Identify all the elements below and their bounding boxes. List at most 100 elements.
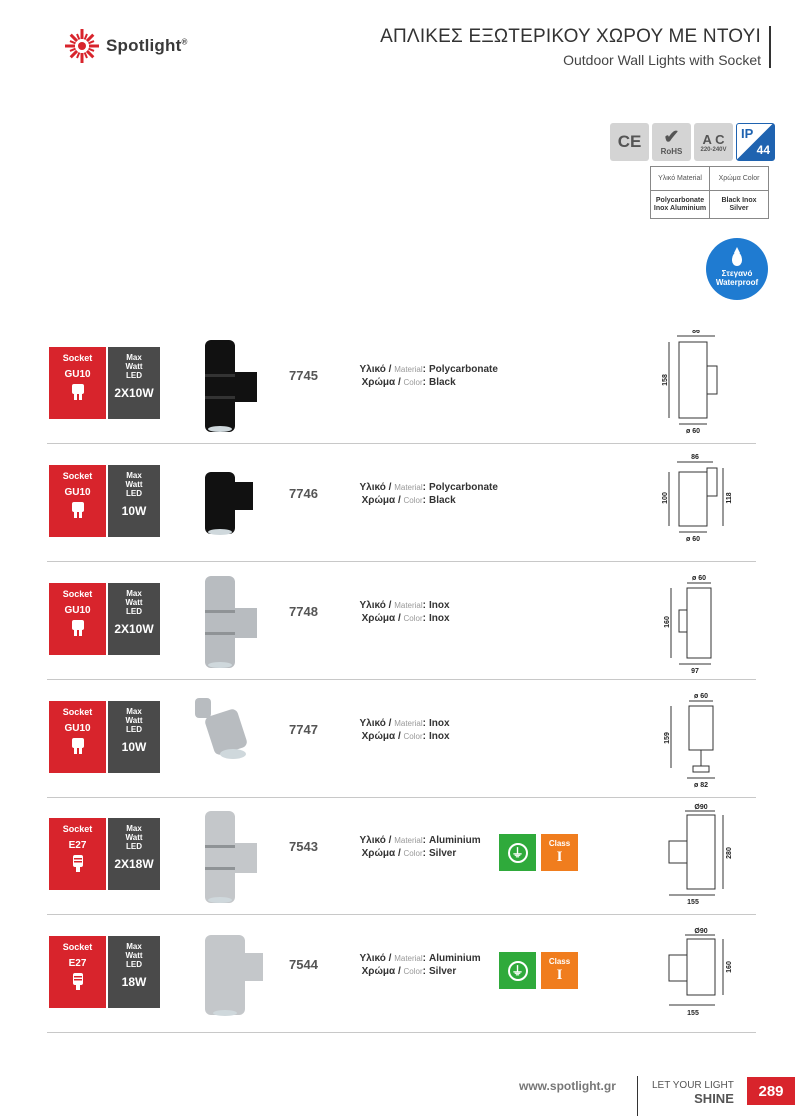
product-photo bbox=[195, 698, 247, 759]
product-specs: Υλικό / Material:Inox Χρώμα / Color:Inox bbox=[359, 600, 450, 624]
material-value: Inox bbox=[429, 718, 450, 729]
product-code: 7745 bbox=[289, 368, 318, 383]
technical-drawing: Ø90 280 155 bbox=[668, 804, 733, 906]
max-watt-badge: Max Watt LED 2X18W bbox=[108, 818, 160, 890]
color-value: Silver bbox=[429, 966, 457, 977]
svg-text:86: 86 bbox=[691, 454, 699, 461]
e27-bulb-icon bbox=[72, 855, 83, 872]
earth-ground-icon: ⏚ bbox=[499, 952, 536, 989]
material-value: Polycarbonate bbox=[429, 482, 498, 493]
page-number: 289 bbox=[747, 1077, 795, 1105]
svg-text:ø 82: ø 82 bbox=[694, 782, 708, 789]
max-watt-badge: Max Watt LED 10W bbox=[108, 701, 160, 773]
footer-tagline: LET YOUR LIGHT SHINE bbox=[652, 1080, 734, 1106]
svg-text:155: 155 bbox=[687, 899, 699, 906]
svg-text:100: 100 bbox=[662, 492, 669, 504]
socket-badge: Socket GU10 bbox=[49, 701, 106, 773]
class-badge: Class I bbox=[541, 834, 578, 871]
socket-badge: Socket E27 bbox=[49, 818, 106, 890]
product-row: Socket GU10 Max Watt LED 10W 7747 Υλικό … bbox=[47, 680, 756, 798]
spotlight-logo-icon bbox=[65, 29, 99, 63]
svg-text:ø 60: ø 60 bbox=[686, 428, 700, 435]
socket-badge: Socket GU10 bbox=[49, 583, 106, 655]
svg-text:155: 155 bbox=[687, 1010, 699, 1017]
svg-text:118: 118 bbox=[726, 492, 733, 503]
material-value: Aluminium bbox=[429, 835, 481, 846]
product-specs: Υλικό / Material:Aluminium Χρώμα / Color… bbox=[359, 835, 481, 859]
svg-text:ø 60: ø 60 bbox=[694, 693, 708, 700]
product-code: 7747 bbox=[289, 722, 318, 737]
material-value: Polycarbonate bbox=[429, 364, 498, 375]
certification-badges: CE ✔ RoHS A C 220-240V IP 44 bbox=[610, 123, 775, 161]
product-row: Socket GU10 Max Watt LED 2X10W 7748 Υλικ… bbox=[47, 562, 756, 680]
page-title-greek: ΑΠΛΙΚΕΣ ΕΞΩΤΕΡΙΚΟΥ ΧΩΡΟΥ ΜΕ ΝΤΟΥΙ bbox=[380, 26, 761, 47]
svg-text:Ø90: Ø90 bbox=[694, 804, 707, 811]
svg-text:160: 160 bbox=[726, 961, 733, 973]
material-value: Inox bbox=[429, 600, 450, 611]
product-specs: Υλικό / Material:Polycarbonate Χρώμα / C… bbox=[359, 364, 498, 388]
svg-text:158: 158 bbox=[662, 374, 669, 386]
product-row: Socket GU10 Max Watt LED 2X10W 7745 Υλικ… bbox=[47, 326, 756, 444]
svg-text:160: 160 bbox=[664, 616, 671, 628]
material-value: Aluminium bbox=[429, 953, 481, 964]
svg-text:86: 86 bbox=[692, 330, 700, 335]
color-value: Inox bbox=[429, 613, 450, 624]
brand-logo: Spotlight® bbox=[64, 28, 188, 64]
product-photo bbox=[205, 576, 257, 668]
technical-drawing: ø 60 159 ø 82 bbox=[664, 693, 715, 789]
material-values: Polycarbonate Inox Aluminium bbox=[650, 190, 710, 219]
ce-mark-icon: CE bbox=[610, 123, 649, 161]
technical-drawing: Ø90 160 155 bbox=[668, 928, 733, 1017]
product-code: 7748 bbox=[289, 604, 318, 619]
earth-ground-icon: ⏚ bbox=[499, 834, 536, 871]
ip-rating-icon: IP 44 bbox=[736, 123, 775, 161]
socket-badge: Socket E27 bbox=[49, 936, 106, 1008]
product-row: Socket E27 Max Watt LED 2X18W 7543 Υλικό… bbox=[47, 797, 756, 915]
color-value: Inox bbox=[429, 731, 450, 742]
svg-text:97: 97 bbox=[691, 668, 699, 675]
color-header: Χρώμα Color bbox=[709, 166, 769, 191]
product-photo bbox=[205, 472, 253, 535]
ac-voltage-icon: A C 220-240V bbox=[694, 123, 733, 161]
gu10-bulb-icon bbox=[71, 620, 84, 636]
svg-text:Ø90: Ø90 bbox=[694, 928, 707, 935]
product-photo bbox=[205, 811, 257, 903]
product-row: Socket E27 Max Watt LED 18W 7544 Υλικό /… bbox=[47, 915, 756, 1033]
svg-text:159: 159 bbox=[664, 732, 671, 744]
color-value: Black bbox=[429, 495, 456, 506]
product-specs: Υλικό / Material:Polycarbonate Χρώμα / C… bbox=[359, 482, 498, 506]
waterproof-badge: Στεγανό Waterproof bbox=[706, 238, 768, 300]
product-code: 7544 bbox=[289, 957, 318, 972]
svg-text:280: 280 bbox=[726, 847, 733, 859]
socket-badge: Socket GU10 bbox=[49, 465, 106, 537]
gu10-bulb-icon bbox=[71, 502, 84, 518]
color-value: Black bbox=[429, 377, 456, 388]
class-badge: Class I bbox=[541, 952, 578, 989]
svg-text:ø 60: ø 60 bbox=[692, 575, 706, 582]
page-title-english: Outdoor Wall Lights with Socket bbox=[563, 52, 761, 68]
svg-text:ø 60: ø 60 bbox=[686, 536, 700, 543]
e27-bulb-icon bbox=[72, 973, 83, 990]
color-value: Silver bbox=[429, 848, 457, 859]
product-code: 7543 bbox=[289, 839, 318, 854]
material-color-table: Υλικό Material Χρώμα Color Polycarbonate… bbox=[650, 166, 769, 219]
technical-drawing: ø 60 160 97 bbox=[664, 575, 712, 675]
gu10-bulb-icon bbox=[71, 384, 84, 400]
socket-badge: Socket GU10 bbox=[49, 347, 106, 419]
brand-name: Spotlight® bbox=[106, 36, 188, 55]
rohs-icon: ✔ RoHS bbox=[652, 123, 691, 161]
product-specs: Υλικό / Material:Aluminium Χρώμα / Color… bbox=[359, 953, 481, 977]
product-specs: Υλικό / Material:Inox Χρώμα / Color:Inox bbox=[359, 718, 450, 742]
product-photo bbox=[205, 340, 257, 432]
footer-divider bbox=[637, 1076, 638, 1116]
footer-url: www.spotlight.gr bbox=[519, 1079, 616, 1093]
color-values: Black Inox Silver bbox=[709, 190, 769, 219]
product-photo bbox=[205, 935, 263, 1016]
gu10-bulb-icon bbox=[71, 738, 84, 754]
product-code: 7746 bbox=[289, 486, 318, 501]
technical-drawing: 86 100 118 ø 60 bbox=[662, 454, 733, 543]
water-drop-icon bbox=[732, 246, 742, 266]
page-title-block: ΑΠΛΙΚΕΣ ΕΞΩΤΕΡΙΚΟΥ ΧΩΡΟΥ ΜΕ ΝΤΟΥΙ Outdoo… bbox=[380, 26, 771, 68]
technical-drawing: 86 158 ø 60 bbox=[662, 330, 718, 435]
max-watt-badge: Max Watt LED 2X10W bbox=[108, 347, 160, 419]
